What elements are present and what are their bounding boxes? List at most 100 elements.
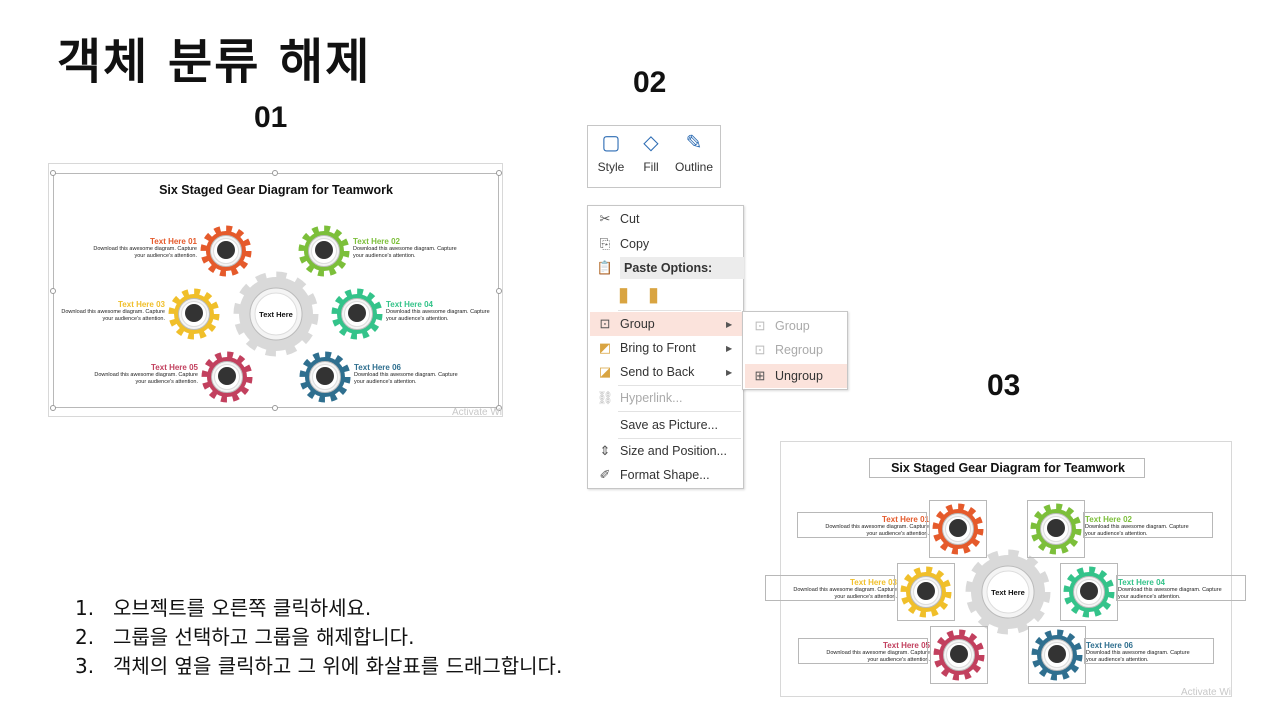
label: Regroup <box>775 343 823 357</box>
shape-style-icon: ▢ <box>601 132 621 154</box>
selection-box[interactable] <box>798 638 928 664</box>
selection-box[interactable] <box>930 626 988 684</box>
menu-item-save-as-picture[interactable]: Save as Picture... <box>590 413 742 437</box>
paste-option-keep-formatting[interactable]: ▮ <box>618 282 629 307</box>
submenu-item-group[interactable]: ⊡Group <box>745 314 847 338</box>
selection-box[interactable] <box>1060 563 1118 621</box>
diagram-screenshot-grouped: Six Staged Gear Diagram for Teamwork Tex… <box>48 163 503 418</box>
selection-box[interactable] <box>1084 638 1214 664</box>
label: Copy <box>620 237 650 251</box>
menu-item-hyperlink[interactable]: ⛓Hyperlink... <box>590 386 742 410</box>
selection-box[interactable] <box>897 563 955 621</box>
instruction-step: 2.그룹을 선택하고 그룹을 해제합니다. <box>75 625 415 649</box>
instruction-step: 3.객체의 옆을 클릭하고 그 위에 화살표를 드래그합니다. <box>75 654 563 678</box>
gear-stage-6 <box>1030 628 1084 686</box>
menu-item-copy[interactable]: ⎘ Copy <box>590 232 742 256</box>
gear-stage-5 <box>932 628 986 686</box>
selection-box[interactable] <box>1027 500 1085 558</box>
group-icon: ⊡ <box>599 316 611 331</box>
step-number-03: 03 <box>987 369 1021 402</box>
lightbulb-icon <box>1080 582 1098 600</box>
selection-box[interactable] <box>1116 575 1246 601</box>
step-number-01: 01 <box>254 101 288 134</box>
selection-box[interactable] <box>1083 512 1213 538</box>
style-button[interactable]: ▢Style <box>596 130 626 174</box>
resize-handle[interactable] <box>496 170 502 176</box>
format-shape-icon: ✐ <box>599 467 611 482</box>
send-to-back-icon: ◪ <box>598 364 612 379</box>
group-icon: ⊡ <box>754 318 766 333</box>
link-icon: ⛓ <box>596 390 614 405</box>
bring-to-front-icon: ◩ <box>598 340 612 355</box>
menu-item-group[interactable]: ⊡Group▶ <box>590 312 742 336</box>
gear-stage-4 <box>1062 565 1116 623</box>
step-number-02: 02 <box>633 66 667 99</box>
label: Ungroup <box>775 369 823 383</box>
center-label: Text Here <box>991 588 1025 597</box>
fill-button[interactable]: ◇Fill <box>636 130 666 174</box>
menu-item-size-and-position[interactable]: ⇕Size and Position... <box>590 439 742 463</box>
resize-handle[interactable] <box>496 405 502 411</box>
menu-item-send-to-back[interactable]: ◪Send to Back▶ <box>590 360 742 384</box>
center-gear <box>964 548 1052 640</box>
menu-item-bring-to-front[interactable]: ◩Bring to Front▶ <box>590 336 742 360</box>
lightbulb-icon <box>348 304 366 322</box>
paste-icon: ▮ <box>618 284 630 306</box>
gear-stage-2 <box>297 224 351 282</box>
clipboard-icon: 📋 <box>596 260 614 275</box>
cloud-upload-icon <box>315 241 333 259</box>
shape-format-toolbar: ▢Style ◇Fill ✎Outline <box>587 125 721 188</box>
copy-icon: ⎘ <box>599 236 611 251</box>
scissors-icon: ✂ <box>599 211 611 226</box>
outline-label: Outline <box>674 160 714 174</box>
magnifier-icon <box>949 519 967 537</box>
paste-picture-icon: ▮ <box>648 284 660 306</box>
instruction-step: 1.오브젝트를 오른쪽 클릭하세요. <box>75 596 372 620</box>
selection-box[interactable] <box>765 575 895 601</box>
resize-handle[interactable] <box>272 405 278 411</box>
size-position-icon: ⇕ <box>599 443 611 458</box>
activate-windows-watermark: Activate Wi <box>451 407 502 418</box>
center-label: Text Here <box>259 310 293 319</box>
submenu-item-ungroup[interactable]: ⊞Ungroup <box>745 364 847 388</box>
outline-button[interactable]: ✎Outline <box>672 130 716 174</box>
group-submenu: ⊡Group ⊡ Regroup ⊞Ungroup <box>742 311 848 390</box>
team-icon <box>185 304 203 322</box>
menu-item-format-shape[interactable]: ✐Format Shape... <box>590 463 742 487</box>
regroup-icon: ⊡ <box>754 342 766 357</box>
resize-handle[interactable] <box>50 170 56 176</box>
resize-handle[interactable] <box>272 170 278 176</box>
gear-stage-3 <box>167 287 221 345</box>
selection-box[interactable] <box>1028 626 1086 684</box>
resize-handle[interactable] <box>50 405 56 411</box>
cloud-network-icon <box>950 645 968 663</box>
label: Paste Options: <box>620 257 744 279</box>
label: Bring to Front <box>620 341 696 355</box>
menu-item-cut[interactable]: ✂Cut <box>590 207 742 231</box>
diagram-title: Six Staged Gear Diagram for Teamwork <box>159 183 393 197</box>
submenu-item-regroup[interactable]: ⊡ Regroup <box>745 338 847 362</box>
selection-box[interactable] <box>869 458 1145 478</box>
context-menu: ✂Cut ⎘ Copy 📋 Paste Options: ▮ ▮ ⊡Group▶ ◩… <box>587 205 744 489</box>
activate-windows-watermark: Activate Wi <box>1180 687 1231 698</box>
selection-box[interactable] <box>929 500 987 558</box>
team-icon <box>917 582 935 600</box>
submenu-arrow-icon: ▶ <box>726 367 733 377</box>
gear-stage-3 <box>899 565 953 623</box>
resize-handle[interactable] <box>496 288 502 294</box>
resize-handle[interactable] <box>50 288 56 294</box>
paste-option-picture[interactable]: ▮ <box>648 282 659 307</box>
gear-stage-4 <box>330 287 384 345</box>
cloud-network-icon <box>218 367 236 385</box>
cloud-upload-icon <box>1047 519 1065 537</box>
selection-box[interactable] <box>797 512 927 538</box>
divider <box>618 438 741 439</box>
